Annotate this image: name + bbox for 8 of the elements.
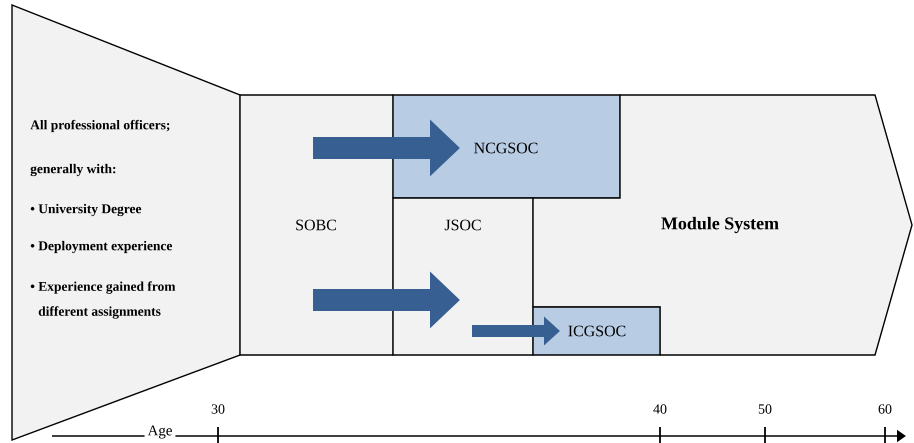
tick-label: 50 <box>758 404 772 414</box>
course-box: NCGSOC <box>392 94 621 199</box>
tick-label: 60 <box>878 404 892 414</box>
tick-label: 30 <box>212 404 224 414</box>
course-box: ICGSOC <box>532 306 661 356</box>
tick-label: 40 <box>653 404 666 414</box>
axis-label: Age <box>144 422 176 442</box>
course-box: SOBC <box>239 94 394 356</box>
